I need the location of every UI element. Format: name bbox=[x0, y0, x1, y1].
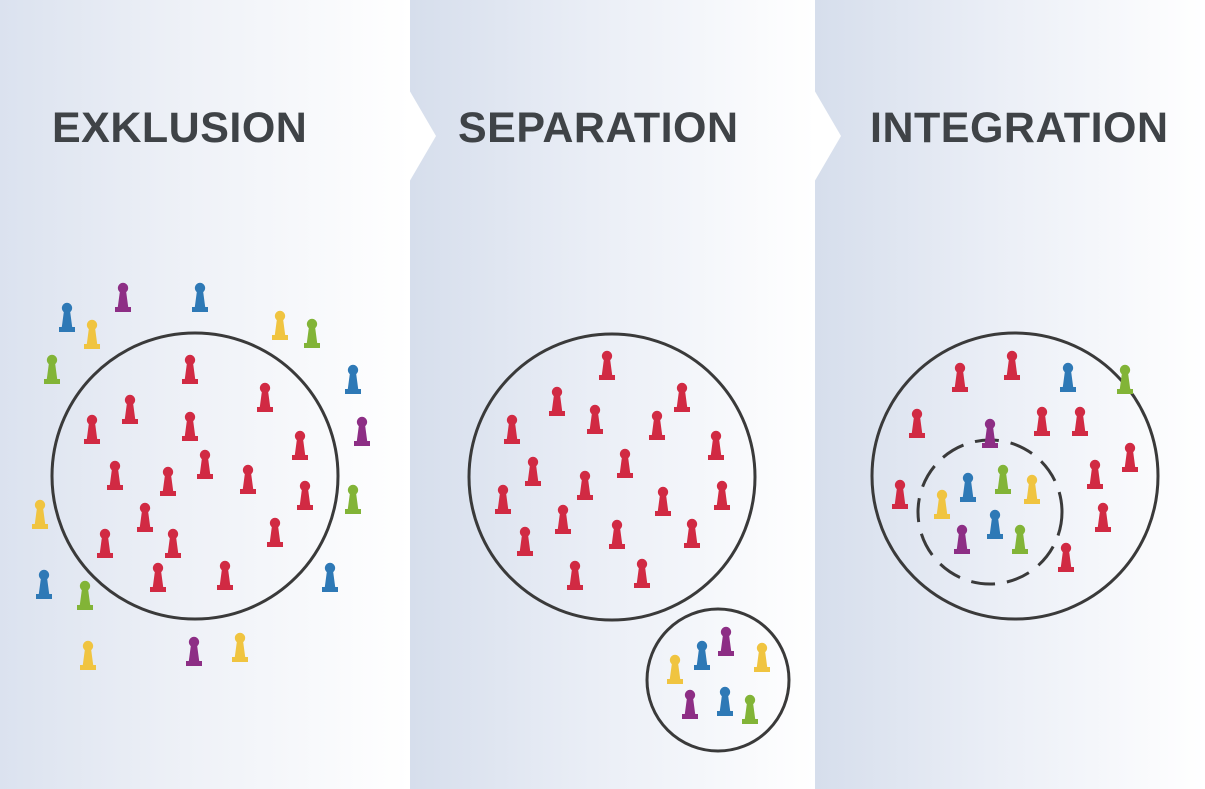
red-person-icon bbox=[197, 449, 213, 479]
yellow-person-icon bbox=[934, 489, 950, 519]
purple-person-icon bbox=[354, 416, 370, 446]
blue-person-icon bbox=[717, 686, 733, 716]
red-person-icon bbox=[97, 528, 113, 558]
yellow-person-icon bbox=[1024, 474, 1040, 504]
green-person-icon bbox=[44, 354, 60, 384]
red-person-icon bbox=[952, 362, 968, 392]
yellow-person-icon bbox=[32, 499, 48, 529]
yellow-person-icon bbox=[80, 640, 96, 670]
red-person-icon bbox=[297, 480, 313, 510]
red-person-icon bbox=[495, 484, 511, 514]
purple-person-icon bbox=[186, 636, 202, 666]
red-person-icon bbox=[122, 394, 138, 424]
purple-person-icon bbox=[982, 418, 998, 448]
blue-person-icon bbox=[960, 472, 976, 502]
red-person-icon bbox=[182, 354, 198, 384]
separation-minority-circle bbox=[645, 607, 791, 753]
exclusion-panel bbox=[0, 0, 410, 789]
red-person-icon bbox=[649, 410, 665, 440]
separation-main-circle bbox=[467, 332, 757, 622]
purple-person-icon bbox=[115, 282, 131, 312]
red-person-icon bbox=[517, 526, 533, 556]
red-person-icon bbox=[525, 456, 541, 486]
blue-person-icon bbox=[192, 282, 208, 312]
purple-person-icon bbox=[718, 626, 734, 656]
red-person-icon bbox=[609, 519, 625, 549]
red-person-icon bbox=[217, 560, 233, 590]
red-person-icon bbox=[107, 460, 123, 490]
integration-figures bbox=[892, 350, 1138, 572]
green-person-icon bbox=[1012, 524, 1028, 554]
exclusion-title: EXKLUSION bbox=[52, 104, 308, 152]
green-person-icon bbox=[77, 580, 93, 610]
yellow-person-icon bbox=[272, 310, 288, 340]
red-person-icon bbox=[1122, 442, 1138, 472]
red-person-icon bbox=[150, 562, 166, 592]
separation-panel bbox=[410, 0, 815, 789]
purple-person-icon bbox=[682, 689, 698, 719]
integration-panel bbox=[815, 0, 1205, 789]
blue-person-icon bbox=[322, 562, 338, 592]
red-person-icon bbox=[504, 414, 520, 444]
red-person-icon bbox=[160, 466, 176, 496]
red-person-icon bbox=[909, 408, 925, 438]
red-person-icon bbox=[567, 560, 583, 590]
yellow-person-icon bbox=[84, 319, 100, 349]
red-person-icon bbox=[549, 386, 565, 416]
integration-title: INTEGRATION bbox=[870, 104, 1169, 152]
red-person-icon bbox=[257, 382, 273, 412]
chevron-arrow-icon bbox=[408, 88, 436, 184]
green-person-icon bbox=[345, 484, 361, 514]
exclusion-main-circle bbox=[50, 331, 340, 621]
red-person-icon bbox=[84, 414, 100, 444]
red-person-icon bbox=[1058, 542, 1074, 572]
blue-person-icon bbox=[36, 569, 52, 599]
red-person-icon bbox=[137, 502, 153, 532]
red-person-icon bbox=[555, 504, 571, 534]
green-person-icon bbox=[304, 318, 320, 348]
red-person-icon bbox=[617, 448, 633, 478]
red-person-icon bbox=[892, 479, 908, 509]
blue-person-icon bbox=[987, 509, 1003, 539]
yellow-person-icon bbox=[232, 632, 248, 662]
yellow-person-icon bbox=[667, 654, 683, 684]
red-person-icon bbox=[634, 558, 650, 588]
red-person-icon bbox=[587, 404, 603, 434]
red-person-icon bbox=[267, 517, 283, 547]
red-person-icon bbox=[1095, 502, 1111, 532]
blue-person-icon bbox=[1060, 362, 1076, 392]
purple-person-icon bbox=[954, 524, 970, 554]
red-person-icon bbox=[655, 486, 671, 516]
separation-title: SEPARATION bbox=[458, 104, 739, 152]
red-person-icon bbox=[1034, 406, 1050, 436]
red-person-icon bbox=[599, 350, 615, 380]
red-person-icon bbox=[1072, 406, 1088, 436]
red-person-icon bbox=[292, 430, 308, 460]
green-person-icon bbox=[995, 464, 1011, 494]
green-person-icon bbox=[742, 694, 758, 724]
red-person-icon bbox=[182, 411, 198, 441]
blue-person-icon bbox=[345, 364, 361, 394]
red-person-icon bbox=[674, 382, 690, 412]
red-person-icon bbox=[165, 528, 181, 558]
integration-main-circle bbox=[870, 331, 1160, 621]
red-person-icon bbox=[577, 470, 593, 500]
blue-person-icon bbox=[59, 302, 75, 332]
separation-figures bbox=[495, 350, 770, 724]
red-person-icon bbox=[240, 464, 256, 494]
yellow-person-icon bbox=[754, 642, 770, 672]
exclusion-figures bbox=[32, 282, 370, 670]
red-person-icon bbox=[714, 480, 730, 510]
red-person-icon bbox=[1004, 350, 1020, 380]
blue-person-icon bbox=[694, 640, 710, 670]
red-person-icon bbox=[1087, 459, 1103, 489]
red-person-icon bbox=[684, 518, 700, 548]
red-person-icon bbox=[708, 430, 724, 460]
chevron-arrow-icon bbox=[813, 88, 841, 184]
